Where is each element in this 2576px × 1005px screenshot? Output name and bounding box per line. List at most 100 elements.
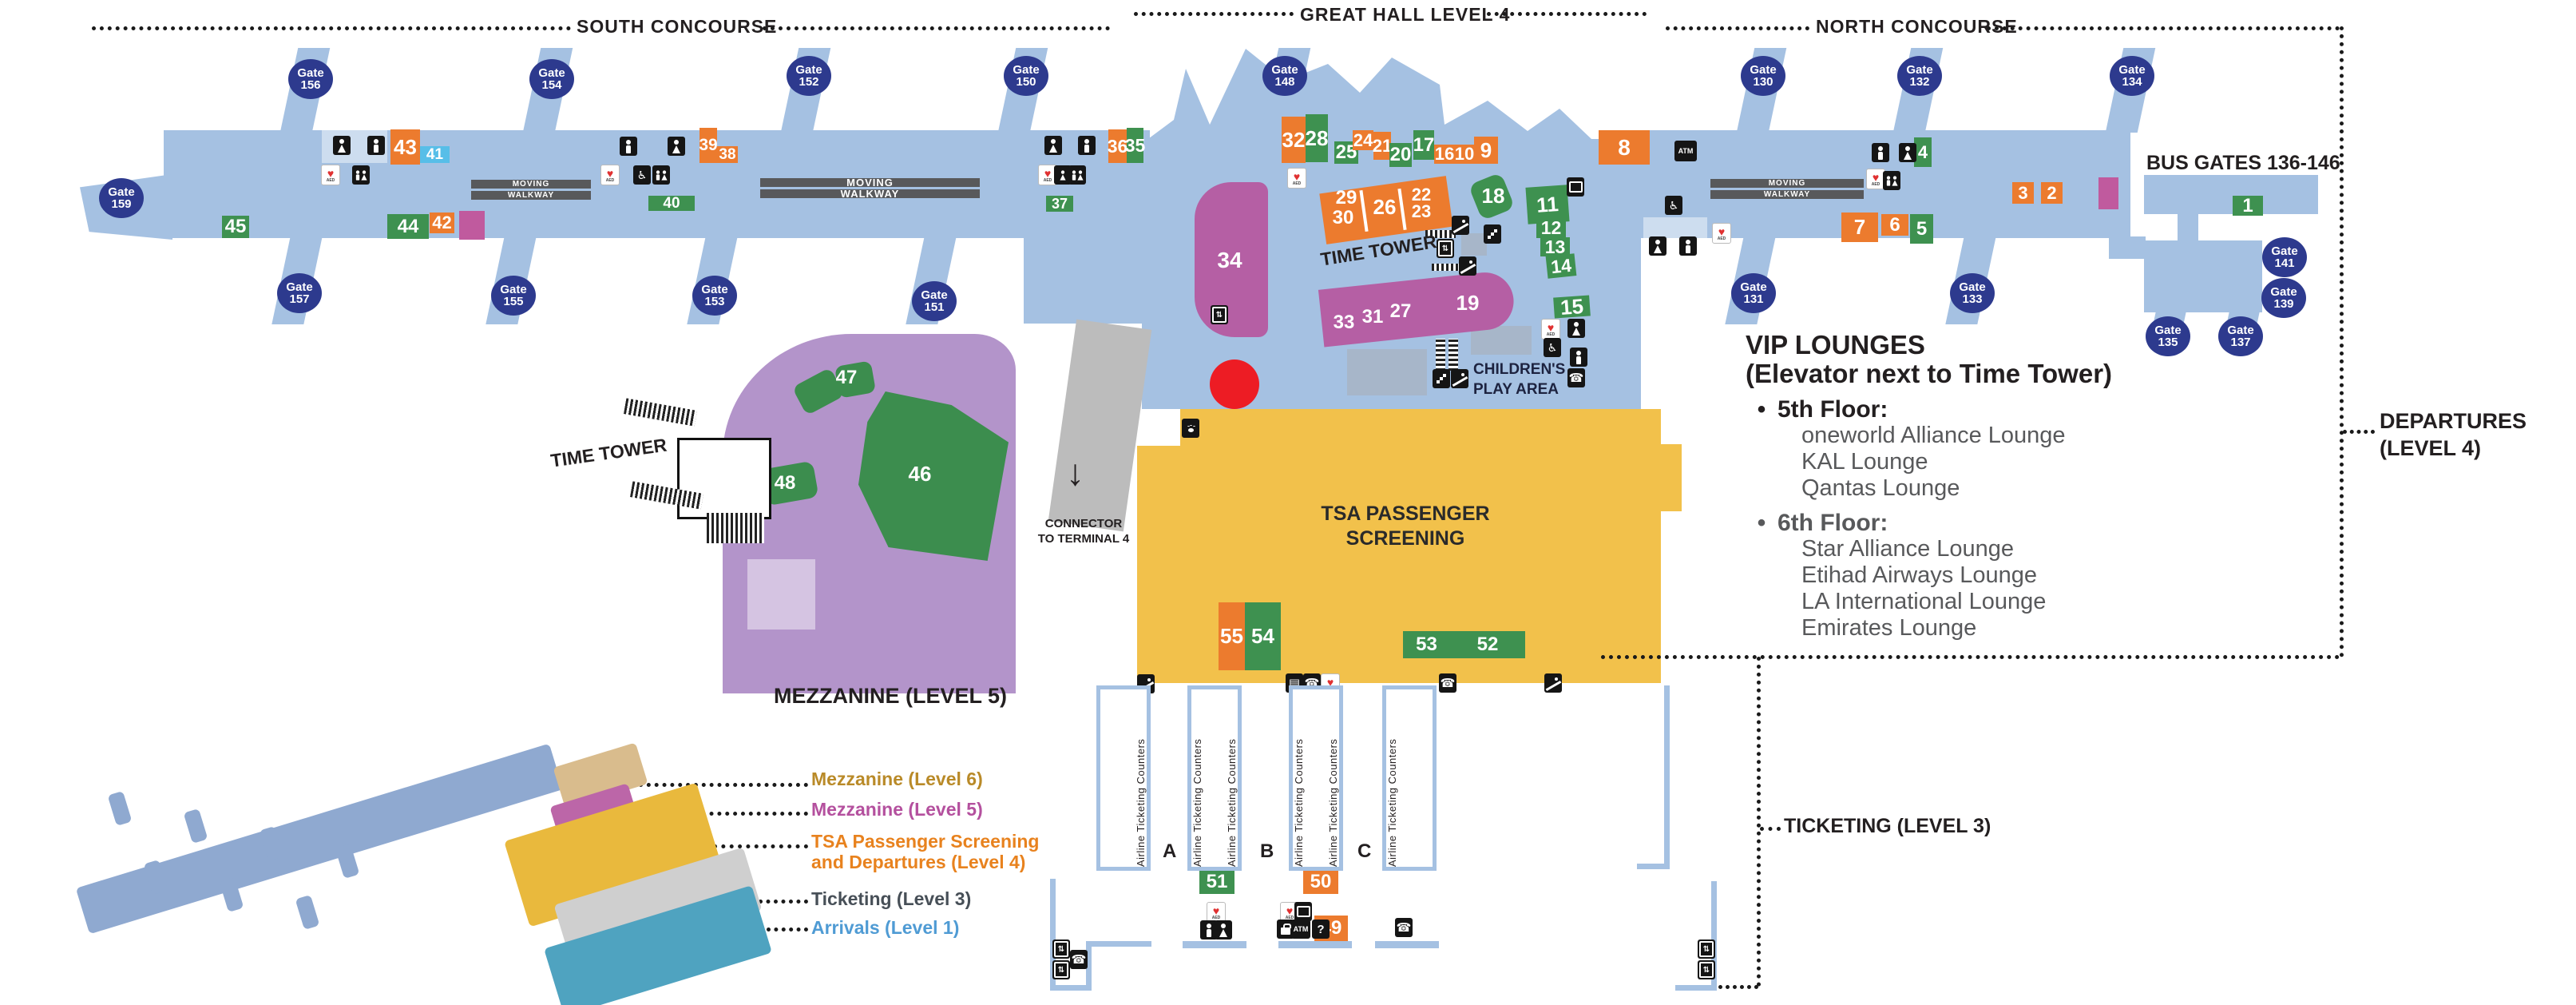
legend-item-1[interactable]: Mezzanine (Level 6): [811, 769, 983, 789]
shop-28[interactable]: 28: [1306, 114, 1328, 162]
shop-4[interactable]: 4: [1914, 137, 1932, 167]
vip-lounge-name: Etihad Airways Lounge: [1801, 562, 2038, 588]
shop-43[interactable]: 43: [390, 129, 420, 165]
shop-47[interactable]: 47: [835, 367, 858, 388]
escalator-icon: [1544, 673, 1562, 693]
shop-14[interactable]: 14: [1545, 253, 1577, 279]
nursing-room-icon: [1054, 165, 1072, 185]
shop-16[interactable]: 16: [1434, 144, 1455, 164]
label-1: B: [1260, 840, 1274, 862]
shop-26[interactable]: 26: [1373, 194, 1397, 219]
legend-item-3[interactable]: TSA Passenger Screening and Departures (…: [811, 831, 1040, 872]
shop-42[interactable]: 42: [430, 213, 454, 233]
shop-3[interactable]: 3: [2012, 182, 2034, 204]
shop-20[interactable]: 20: [1389, 143, 1412, 167]
shop-5[interactable]: 5: [1910, 214, 1933, 244]
shop-13[interactable]: 13: [1540, 236, 1570, 257]
shop-41[interactable]: 41: [420, 146, 450, 163]
shop-17[interactable]: 17: [1413, 130, 1434, 160]
shop-27[interactable]: 27: [1389, 300, 1412, 322]
shop-33[interactable]: 33: [1333, 312, 1355, 333]
shop-53[interactable]: 53: [1403, 631, 1450, 658]
shop-1[interactable]: 1: [2233, 195, 2263, 216]
shop-31[interactable]: 31: [1361, 306, 1384, 328]
shop-37[interactable]: 37: [1046, 196, 1073, 212]
shop-35[interactable]: 35: [1125, 128, 1145, 163]
shop-2[interactable]: 2: [2041, 182, 2063, 204]
bus-gate-island: [2144, 240, 2262, 312]
legend-item-4[interactable]: Ticketing (Level 3): [811, 888, 972, 909]
shop-9[interactable]: 9: [1474, 137, 1498, 164]
shop-40[interactable]: 40: [648, 195, 695, 212]
shop-21[interactable]: 21: [1373, 132, 1392, 160]
legend-item-2[interactable]: Mezzanine (Level 5): [811, 799, 983, 820]
shop-50[interactable]: 50: [1303, 869, 1338, 894]
shop-54[interactable]: 54: [1245, 602, 1281, 670]
shop-8[interactable]: 8: [1599, 130, 1650, 165]
label-departures_2: (LEVEL 4): [2380, 436, 2482, 460]
aed-icon: ♥AED: [1287, 168, 1306, 189]
shop-44[interactable]: 44: [387, 214, 429, 239]
label-north: NORTH CONCOURSE: [1816, 16, 2018, 37]
shop-10[interactable]: 10: [1454, 144, 1475, 164]
shop-45[interactable]: 45: [222, 216, 249, 238]
shop-52[interactable]: 52: [1450, 631, 1525, 658]
gh-timetower-bar: [1425, 230, 1456, 238]
shop-24[interactable]: 24: [1353, 129, 1373, 150]
legend-arm-stub: [183, 808, 208, 844]
shop-38[interactable]: 38: [717, 146, 738, 163]
dotted-line: [2343, 430, 2375, 434]
shop-15[interactable]: 15: [1553, 294, 1591, 319]
shop-51[interactable]: 51: [1199, 869, 1234, 894]
mezz-steps: [707, 513, 764, 543]
shop-25[interactable]: 25: [1334, 141, 1358, 164]
phone-icon: ☎: [1439, 673, 1456, 693]
current-location-dot: [1210, 359, 1259, 409]
phone-icon: ☎: [1567, 368, 1585, 387]
shop-30[interactable]: 30: [1332, 207, 1354, 228]
shop-36[interactable]: 36: [1108, 129, 1127, 163]
shop-55[interactable]: 55: [1219, 602, 1245, 670]
shop-32[interactable]: 32: [1282, 117, 1306, 163]
shop-34[interactable]: 34: [1217, 248, 1242, 272]
restroom-men-icon: [620, 137, 637, 156]
label-children: CHILDREN'S PLAY AREA: [1473, 361, 1566, 398]
dotted-line: [1134, 12, 1294, 16]
shop-6[interactable]: 6: [1881, 214, 1908, 236]
shop-22[interactable]: 22: [1411, 184, 1432, 205]
shop-18[interactable]: 18: [1481, 183, 1505, 208]
shop-46[interactable]: 46: [908, 461, 932, 486]
escalator-icon: [1459, 256, 1476, 276]
label-tsa: TSA PASSENGER SCREENING: [1321, 502, 1490, 550]
shop-29[interactable]: 29: [1335, 187, 1357, 209]
elevator-icon: ⇅: [1211, 305, 1228, 324]
legend-item-5[interactable]: Arrivals (Level 1): [811, 917, 960, 938]
shop-19[interactable]: 19: [1456, 290, 1480, 315]
shop-48[interactable]: 48: [774, 472, 796, 494]
shop-12[interactable]: 12: [1536, 217, 1566, 238]
shop-39[interactable]: 39: [699, 128, 718, 163]
shop-7[interactable]: 7: [1841, 213, 1878, 242]
flight-info-icon: [1294, 902, 1312, 921]
counter-label: Airline Ticketing Counters: [1293, 738, 1305, 867]
shop-23[interactable]: 23: [1411, 201, 1432, 221]
